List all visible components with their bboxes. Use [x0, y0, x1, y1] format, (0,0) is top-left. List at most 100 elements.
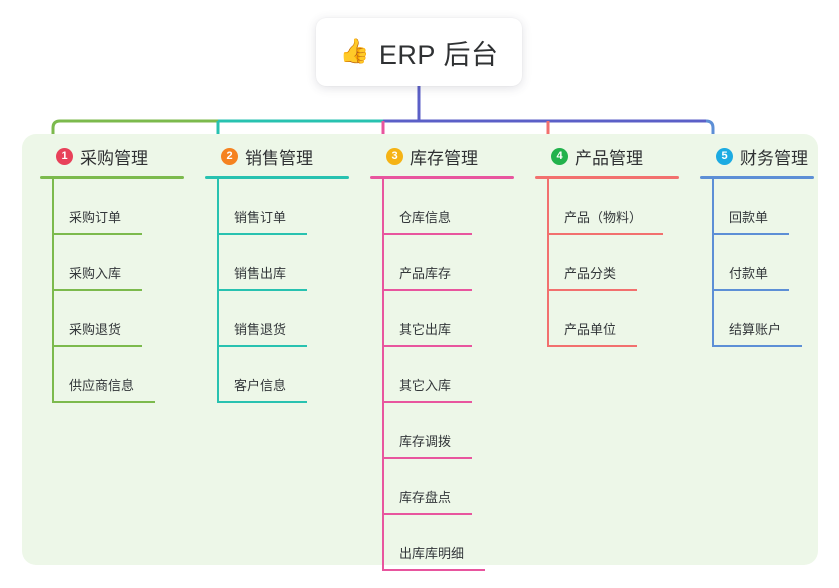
- branch-item-rule: [52, 233, 142, 235]
- root-title: 👍 ERP 后台: [340, 33, 499, 72]
- branch-header-2[interactable]: 2 销售管理: [205, 143, 355, 169]
- branch-item-rule: [217, 289, 307, 291]
- branch-item[interactable]: 供应商信息: [40, 347, 190, 403]
- branch-item-list: 仓库信息产品库存其它出库其它入库库存调拨库存盘点出库库明细: [370, 179, 520, 571]
- branch-item-rule: [382, 401, 472, 403]
- branch-item-rule: [382, 513, 472, 515]
- branch-item[interactable]: 销售退货: [205, 291, 355, 347]
- branch-item[interactable]: 其它入库: [370, 347, 520, 403]
- branch-item-label: 仓库信息: [399, 210, 452, 225]
- branch-item-label: 库存调拨: [399, 434, 452, 449]
- root-node[interactable]: 👍 ERP 后台: [316, 18, 522, 86]
- branch-item-label: 客户信息: [234, 378, 287, 393]
- branch-column-1: 1 采购管理采购订单采购入库采购退货供应商信息: [40, 143, 190, 403]
- branch-item[interactable]: 销售订单: [205, 179, 355, 235]
- branch-header-3[interactable]: 3 库存管理: [370, 143, 520, 169]
- branch-number-badge: 1: [56, 147, 73, 165]
- branch-item[interactable]: 销售出库: [205, 235, 355, 291]
- branch-header-rule: [370, 176, 514, 179]
- branch-item-label: 采购订单: [69, 210, 122, 225]
- branch-item-label: 产品单位: [564, 322, 617, 337]
- branch-title: 销售管理: [245, 148, 313, 168]
- branch-title: 财务管理: [740, 148, 808, 168]
- branch-header-rule: [205, 176, 349, 179]
- branch-item-rule: [712, 233, 789, 235]
- branch-number-badge: 5: [716, 147, 733, 165]
- branch-item[interactable]: 采购入库: [40, 235, 190, 291]
- branch-item-label: 其它入库: [399, 378, 452, 393]
- branches-panel: [22, 134, 818, 565]
- branch-item-label: 结算账户: [729, 322, 782, 337]
- branch-item-rule: [52, 345, 142, 347]
- branch-column-5: 5 财务管理回款单付款单结算账户: [700, 143, 820, 347]
- branch-item-rule: [547, 345, 637, 347]
- branch-spine: [382, 179, 384, 571]
- branch-spine: [217, 179, 219, 403]
- branch-item-rule: [382, 233, 472, 235]
- branch-number-badge: 4: [551, 147, 568, 165]
- branch-item-label: 销售出库: [234, 266, 287, 281]
- branch-item[interactable]: 产品库存: [370, 235, 520, 291]
- branch-item-label: 采购入库: [69, 266, 122, 281]
- branch-column-2: 2 销售管理销售订单销售出库销售退货客户信息: [205, 143, 355, 403]
- branch-item-label: 出库库明细: [399, 546, 465, 561]
- branch-item[interactable]: 采购订单: [40, 179, 190, 235]
- branch-header-rule: [40, 176, 184, 179]
- branch-item[interactable]: 结算账户: [700, 291, 820, 347]
- branch-item-rule: [52, 289, 142, 291]
- branch-item[interactable]: 库存盘点: [370, 459, 520, 515]
- branch-item-label: 采购退货: [69, 322, 122, 337]
- branch-header-5[interactable]: 5 财务管理: [700, 143, 820, 169]
- branch-header-1[interactable]: 1 采购管理: [40, 143, 190, 169]
- branch-item-rule: [217, 345, 307, 347]
- branch-item[interactable]: 其它出库: [370, 291, 520, 347]
- branch-item-label: 付款单: [729, 266, 769, 281]
- branch-item-rule: [382, 345, 472, 347]
- branch-item-rule: [382, 289, 472, 291]
- branch-header-rule: [535, 176, 679, 179]
- branch-title: 库存管理: [410, 148, 478, 168]
- branch-number-badge: 2: [221, 147, 238, 165]
- branch-header-rule: [700, 176, 814, 179]
- branch-item[interactable]: 库存调拨: [370, 403, 520, 459]
- branch-item-label: 产品库存: [399, 266, 452, 281]
- branch-item-list: 采购订单采购入库采购退货供应商信息: [40, 179, 190, 403]
- branch-item[interactable]: 付款单: [700, 235, 820, 291]
- branch-item[interactable]: 产品单位: [535, 291, 685, 347]
- branch-item-label: 其它出库: [399, 322, 452, 337]
- branch-item-rule: [382, 569, 485, 571]
- branch-item-label: 回款单: [729, 210, 769, 225]
- branch-column-3: 3 库存管理仓库信息产品库存其它出库其它入库库存调拨库存盘点出库库明细: [370, 143, 520, 571]
- branch-item-label: 供应商信息: [69, 378, 135, 393]
- branch-number-badge: 3: [386, 147, 403, 165]
- branch-spine: [712, 179, 714, 347]
- branch-item[interactable]: 产品（物料）: [535, 179, 685, 235]
- branch-spine: [547, 179, 549, 347]
- branch-item[interactable]: 出库库明细: [370, 515, 520, 571]
- branch-item[interactable]: 产品分类: [535, 235, 685, 291]
- branch-item[interactable]: 采购退货: [40, 291, 190, 347]
- branch-item-label: 产品分类: [564, 266, 617, 281]
- branch-item-rule: [217, 401, 307, 403]
- branch-item[interactable]: 仓库信息: [370, 179, 520, 235]
- branch-item-rule: [217, 233, 307, 235]
- branch-item-rule: [547, 289, 637, 291]
- branch-item-rule: [547, 233, 663, 235]
- branch-title: 采购管理: [80, 148, 148, 168]
- branch-item-label: 库存盘点: [399, 490, 452, 505]
- branch-item-list: 回款单付款单结算账户: [700, 179, 820, 347]
- branch-item[interactable]: 客户信息: [205, 347, 355, 403]
- branch-item[interactable]: 回款单: [700, 179, 820, 235]
- branch-item-label: 销售订单: [234, 210, 287, 225]
- branch-item-rule: [712, 345, 802, 347]
- branch-item-rule: [712, 289, 789, 291]
- root-title-text: ERP 后台: [378, 39, 499, 70]
- branch-item-rule: [52, 401, 155, 403]
- thumbs-up-emoji: 👍: [339, 38, 370, 65]
- branch-item-rule: [382, 457, 472, 459]
- branch-item-list: 产品（物料） 产品分类产品单位: [535, 179, 685, 347]
- branch-item-list: 销售订单销售出库销售退货客户信息: [205, 179, 355, 403]
- branch-spine: [52, 179, 54, 403]
